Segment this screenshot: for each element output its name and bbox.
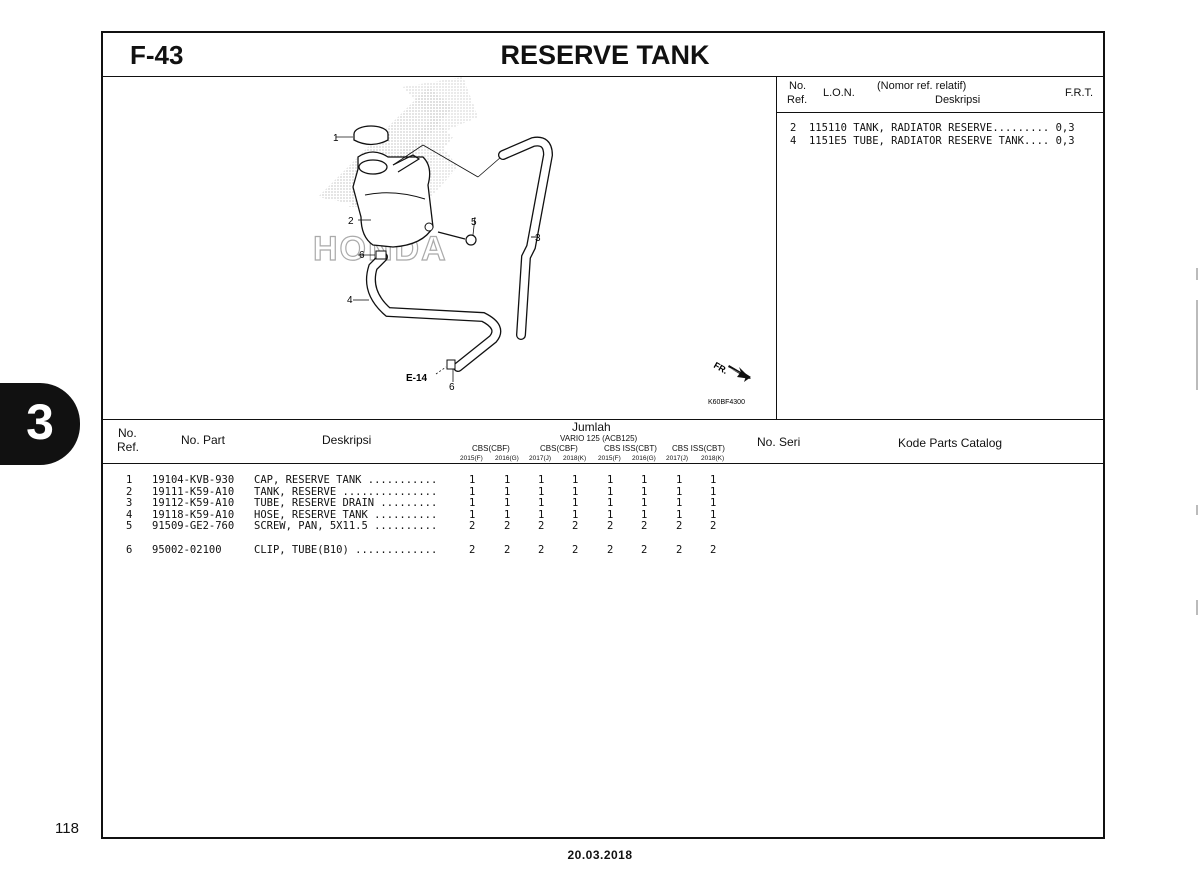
parts-header-group-2: CBS(CBF) [540,444,578,453]
publication-date: 20.03.2018 [567,848,633,862]
diagram-code: K60BF4300 [708,399,745,406]
table-top-divider [101,419,1105,420]
frt-header-no: No. [789,80,807,92]
table-row: 5 91509-GE2-760 SCREW, PAN, 5X11.5 .....… [126,520,717,532]
section-id: F-43 [130,40,184,70]
parts-header-seri: No. Seri [757,435,801,449]
parts-header-year: 2018(K) [701,455,725,462]
scan-edge-mark [1196,268,1198,280]
parts-header-desc: Deskripsi [322,433,372,447]
parts-header-jumlah: Jumlah [572,420,611,434]
frt-header-ref: Ref. [787,94,808,106]
screw-pan [437,216,477,246]
table-header-divider [101,463,1105,464]
parts-header-group-3: CBS ISS(CBT) [604,444,657,453]
frt-header-desc: Deskripsi [935,94,981,106]
parts-header-no: No. [118,426,137,440]
table-row: 6 95002-02100 CLIP, TUBE(B10) ..........… [126,543,717,556]
parts-header-model: VARIO 125 (ACB125) [560,434,638,443]
frt-row: 4 1151E5 TUBE, RADIATOR RESERVE TANK....… [790,135,1075,147]
reference-label: E-14 [406,373,428,384]
scan-edge-mark [1196,300,1198,390]
parts-header-year: 2015(F) [598,455,621,462]
table-row: 4 19118-K59-A10 HOSE, RESERVE TANK .....… [126,508,717,521]
page-frame [101,31,1105,839]
chapter-number: 3 [26,394,54,450]
diagram-separator [776,77,777,419]
callout-2: 2 [348,216,354,227]
exploded-diagram: HONDA [103,77,776,419]
parts-header-year: 2018(K) [563,455,587,462]
table-row: 1 19104-KVB-930 CAP, RESERVE TANK ......… [126,474,717,486]
callout-6b: 6 [449,382,455,393]
parts-header-group-1: CBS(CBF) [472,444,510,453]
callout-5: 5 [471,217,477,228]
callout-1: 1 [333,133,339,144]
frt-row: 2 115110 TANK, RADIATOR RESERVE.........… [790,122,1075,134]
callout-6a: 6 [359,250,365,261]
page-number: 118 [55,820,79,837]
reserve-tank-diagram: HONDA [312,77,751,406]
frt-table-header: No. Ref. L.O.N. (Nomor ref. relatif) Des… [777,78,1103,113]
frt-header-lon: L.O.N. [823,87,855,99]
parts-header-part: No. Part [181,433,226,447]
frt-table-body: 2 115110 TANK, RADIATOR RESERVE.........… [790,122,1075,148]
parts-table-body: 1 19104-KVB-930 CAP, RESERVE TANK ......… [120,474,717,556]
scan-edge-mark [1196,600,1198,615]
title-divider [101,76,1105,77]
parts-header-year: 2017(J) [666,455,689,462]
reserve-tank-cap [336,125,389,146]
tube-clip [358,250,456,382]
parts-header-year: 2015(F) [460,455,483,462]
chapter-tab [0,383,80,465]
page-title: RESERVE TANK [500,40,710,70]
parts-header-catalog: Kode Parts Catalog [898,436,1003,450]
callout-3: 3 [535,233,541,244]
parts-header-year: 2016(G) [495,455,519,462]
frt-header-frt: F.R.T. [1065,87,1094,99]
reserve-tank-body [352,144,502,248]
front-label: FR. [712,360,730,376]
reserve-tank-hose [365,252,502,372]
reserve-drain-tube [498,136,554,340]
parts-header-group-4: CBS ISS(CBT) [672,444,725,453]
callout-4: 4 [347,295,353,306]
parts-header-ref: Ref. [117,440,140,454]
parts-header-year: 2017(J) [529,455,552,462]
table-row: 3 19112-K59-A10 TUBE, RESERVE DRAIN ....… [126,497,717,509]
table-row: 2 19111-K59-A10 TANK, RESERVE ..........… [126,485,717,498]
frt-header-desc-top: (Nomor ref. relatif) [877,80,967,92]
scan-edge-mark [1196,505,1198,515]
front-direction-arrow: FR. [712,360,751,382]
parts-header-year: 2016(G) [632,455,656,462]
